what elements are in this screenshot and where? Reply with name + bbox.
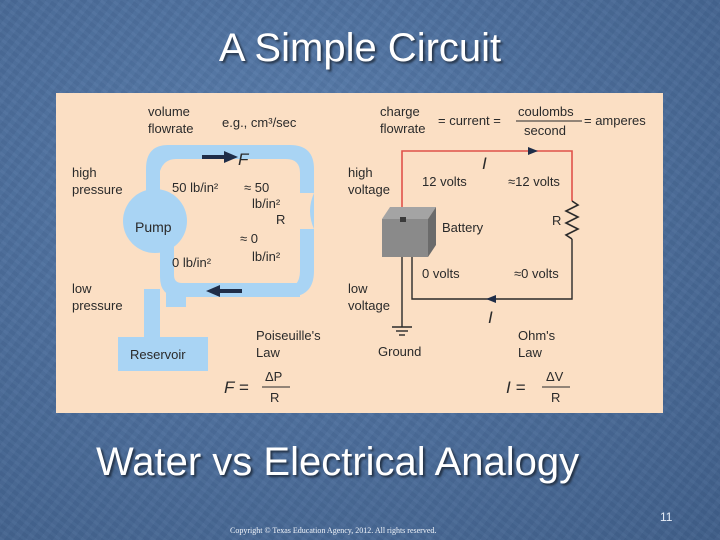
pump-label: Pump: [135, 219, 172, 235]
pressure-low-approx: ≈ 0: [240, 231, 258, 246]
ohms-law-label-2: Law: [518, 345, 542, 360]
high-pressure-label-1: high: [72, 165, 97, 180]
charge-flowrate-label: flowrate: [380, 121, 426, 136]
coulombs-label: coulombs: [518, 104, 574, 119]
page-number: 11: [660, 510, 673, 524]
high-voltage-label-1: high: [348, 165, 373, 180]
volume-label: volume: [148, 104, 190, 119]
current-equation: = current =: [438, 113, 501, 128]
high-voltage-wire: [401, 150, 573, 223]
water-resistor-constriction: [296, 193, 314, 229]
voltage-high-approx: ≈12 volts: [508, 174, 560, 189]
poiseuille-label-2: Law: [256, 345, 280, 360]
pressure-high-label: 50 lb/in²: [172, 180, 219, 195]
poiseuille-formula-lhs: F =: [224, 378, 249, 397]
low-pressure-label-2: pressure: [72, 298, 123, 313]
charge-label: charge: [380, 104, 420, 119]
ohms-law-label-1: Ohm's: [518, 328, 556, 343]
battery-shape: [382, 207, 436, 257]
high-pressure-label-2: pressure: [72, 182, 123, 197]
ground-symbol: [392, 326, 412, 336]
low-voltage-label-2: voltage: [348, 298, 390, 313]
current-arrow-bottom: [486, 295, 496, 303]
ohms-formula-den: R: [551, 390, 560, 405]
electric-resistor-label: R: [552, 213, 561, 228]
current-symbol-top: I: [482, 154, 487, 173]
amperes-label: = amperes: [584, 113, 646, 128]
electric-circuit: charge flowrate = current = coulombs sec…: [348, 104, 646, 405]
voltage-high-label: 12 volts: [422, 174, 467, 189]
battery-label: Battery: [442, 220, 484, 235]
slide-subtitle: Water vs Electrical Analogy: [96, 440, 580, 484]
pressure-high-approx-unit: lb/in²: [252, 196, 281, 211]
high-voltage-label-2: voltage: [348, 182, 390, 197]
poiseuille-formula-num: ΔP: [265, 369, 282, 384]
second-label: second: [524, 123, 566, 138]
pressure-low-approx-unit: lb/in²: [252, 249, 281, 264]
water-circuit: volume flowrate e.g., cm³/sec high press…: [72, 104, 321, 405]
current-symbol-bottom: I: [488, 308, 493, 327]
water-pipe-lower: [160, 243, 300, 297]
resistor-symbol: [564, 200, 580, 240]
flow-arrow-top: [202, 151, 238, 163]
copyright-notice: Copyright © Texas Education Agency, 2012…: [230, 526, 437, 535]
reservoir-pipe: [144, 289, 160, 337]
poiseuille-formula-den: R: [270, 390, 279, 405]
ohms-formula-lhs: I =: [506, 378, 525, 397]
flow-arrow-bottom: [206, 285, 242, 297]
low-voltage-label-1: low: [348, 281, 368, 296]
flow-unit-label: e.g., cm³/sec: [222, 115, 297, 130]
voltage-low-approx: ≈0 volts: [514, 266, 559, 281]
analogy-figure: volume flowrate e.g., cm³/sec high press…: [56, 93, 663, 413]
ground-label: Ground: [378, 344, 421, 359]
pressure-high-approx: ≈ 50: [244, 180, 269, 195]
low-pressure-label-1: low: [72, 281, 92, 296]
ohms-formula-num: ΔV: [546, 369, 564, 384]
reservoir-label: Reservoir: [130, 347, 186, 362]
pump-shape: [123, 189, 187, 253]
water-resistor-label: R: [276, 212, 285, 227]
slide-title: A Simple Circuit: [218, 26, 502, 70]
flow-symbol-f: F: [238, 150, 250, 169]
poiseuille-label-1: Poiseuille's: [256, 328, 321, 343]
pressure-low-label: 0 lb/in²: [172, 255, 212, 270]
flowrate-label: flowrate: [148, 121, 194, 136]
reservoir-tank: [118, 337, 208, 371]
current-arrow-top: [528, 147, 538, 155]
voltage-low-label: 0 volts: [422, 266, 460, 281]
